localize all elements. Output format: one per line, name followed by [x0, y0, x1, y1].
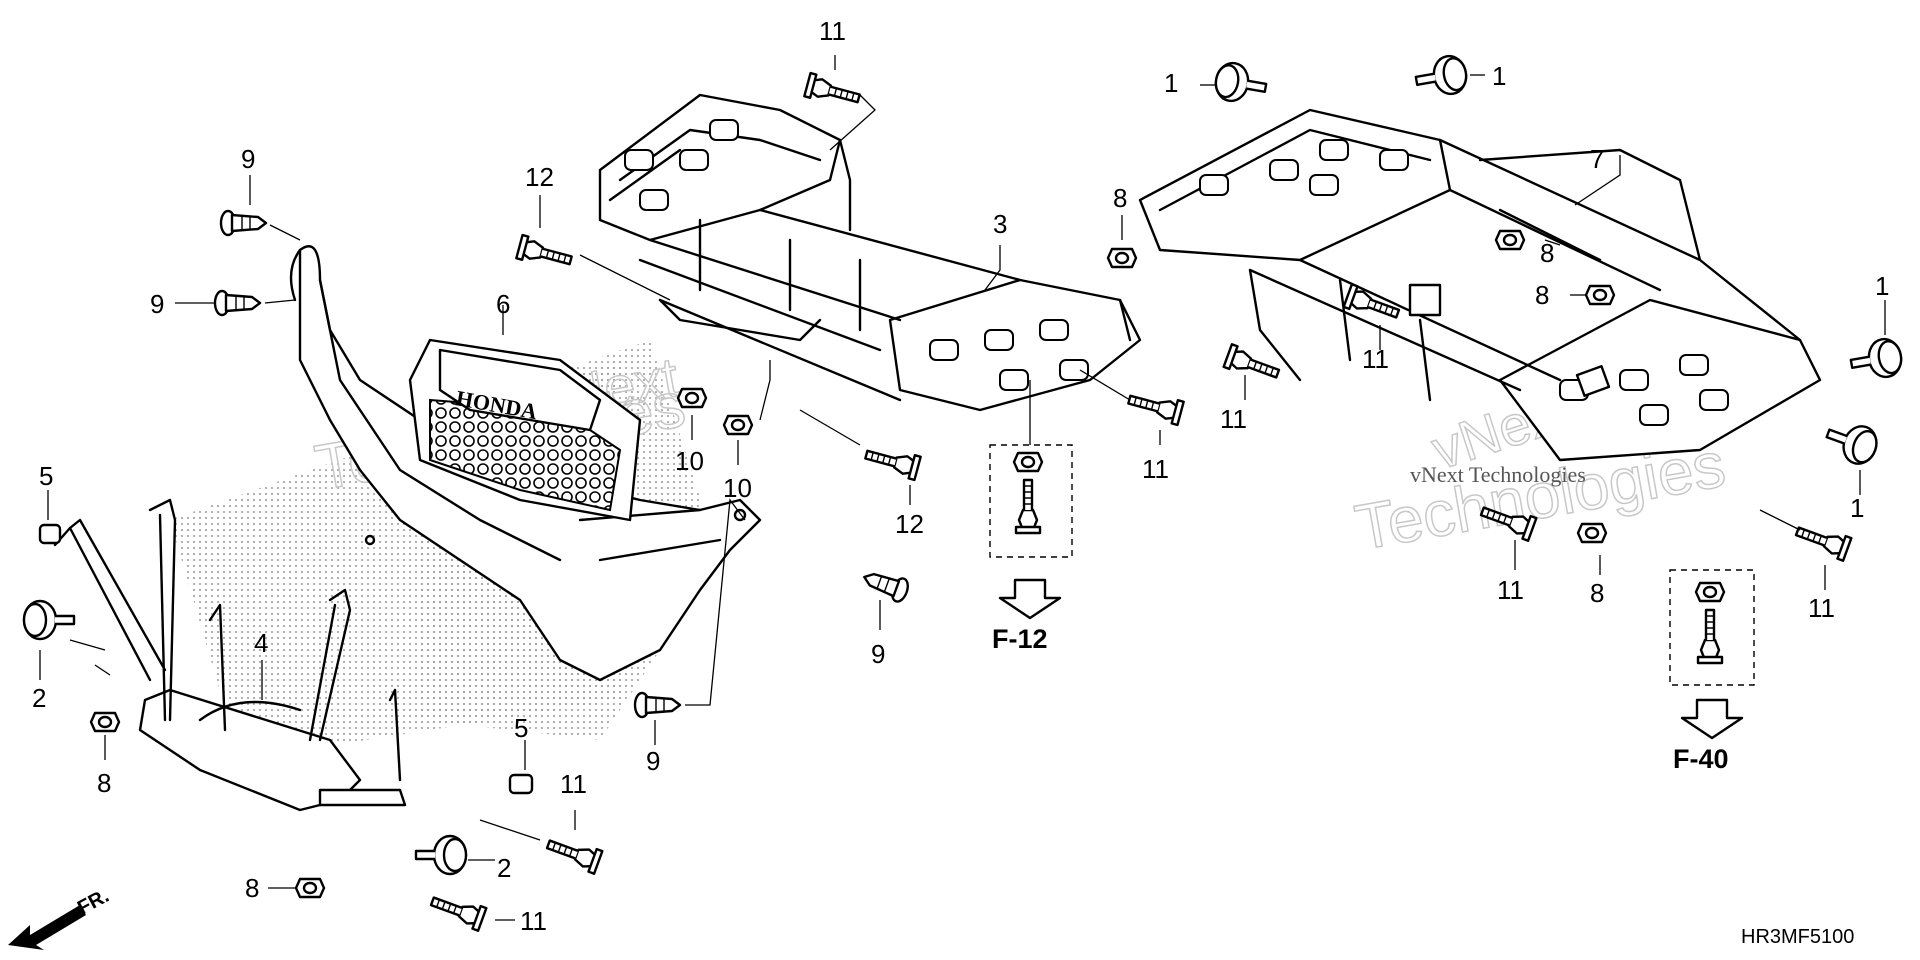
label-8: 8 — [1113, 183, 1127, 213]
label-5: 5 — [514, 713, 528, 743]
leader-lines — [39, 55, 1886, 921]
label-8: 8 — [97, 768, 111, 798]
ref-arrow-front — [998, 578, 1062, 620]
label-12: 12 — [525, 162, 554, 192]
label-8: 8 — [1540, 238, 1554, 268]
label-2: 2 — [32, 683, 46, 713]
label-2: 2 — [497, 853, 511, 883]
label-11: 11 — [1220, 404, 1247, 434]
label-5: 5 — [39, 461, 53, 491]
svg-text:vNext Technologies: vNext Technologies — [1410, 462, 1586, 487]
diagram-code: HR3MF5100 — [1741, 926, 1854, 948]
label-10: 10 — [675, 446, 704, 476]
ref-rear-label: F-40 — [1673, 744, 1729, 774]
label-8: 8 — [1535, 280, 1549, 310]
label-11: 11 — [1497, 575, 1524, 605]
label-7: 7 — [1590, 144, 1604, 174]
label-6: 6 — [496, 289, 510, 319]
label-9: 9 — [646, 746, 660, 776]
label-12: 12 — [895, 509, 924, 539]
ref-arrow-rear — [1680, 698, 1744, 740]
fasteners — [22, 52, 1906, 932]
label-4: 4 — [254, 628, 268, 658]
ref-box-front — [989, 444, 1073, 558]
cap-5a — [38, 523, 62, 545]
label-11: 11 — [1808, 593, 1835, 623]
label-3: 3 — [993, 209, 1007, 239]
label-1: 1 — [1850, 493, 1864, 523]
ref-front-label: F-12 — [992, 624, 1048, 654]
label-10: 10 — [723, 473, 752, 503]
part-labels: 1 1 1 1 2 2 3 4 5 5 6 7 8 8 8 8 8 8 9 9 … — [32, 16, 1889, 936]
label-1: 1 — [1164, 68, 1178, 98]
label-11: 11 — [520, 906, 547, 936]
front-direction-arrow: FR. — [8, 885, 113, 950]
label-11: 11 — [560, 769, 587, 799]
label-11: 11 — [819, 16, 846, 46]
label-9: 9 — [871, 639, 885, 669]
label-9: 9 — [241, 144, 255, 174]
front-bumper — [53, 498, 407, 812]
label-9: 9 — [150, 289, 164, 319]
label-1: 1 — [1875, 271, 1889, 301]
label-8: 8 — [1590, 578, 1604, 608]
label-11: 11 — [1142, 454, 1169, 484]
front-panel-assembly: HONDA — [289, 245, 762, 682]
front-carrier — [598, 93, 1142, 412]
rear-carrier — [1138, 108, 1822, 462]
cap-5b — [508, 773, 534, 795]
label-8: 8 — [245, 873, 259, 903]
label-11: 11 — [1362, 344, 1389, 374]
label-1: 1 — [1492, 61, 1506, 91]
